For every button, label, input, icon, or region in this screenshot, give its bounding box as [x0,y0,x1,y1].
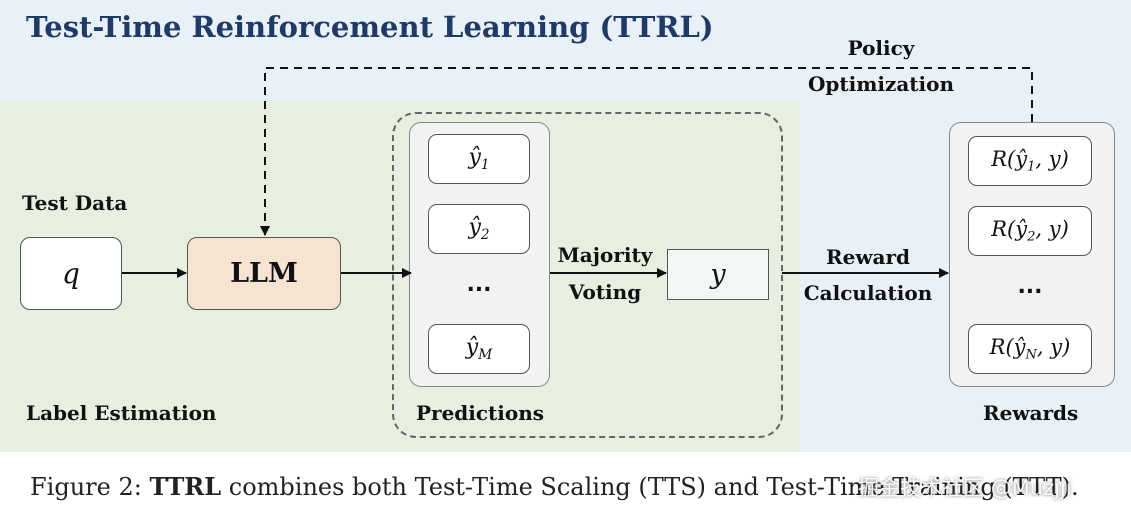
caption-rest: combines both Test-Time Scaling (TTS) an… [221,473,1079,501]
diagram-title: Test-Time Reinforcement Learning (TTRL) [26,10,714,44]
reward-ellipsis: ... [1017,274,1043,299]
prediction-box-2: ŷ2 [428,204,530,254]
voting-region-dashed [392,112,783,438]
label-estimation-label: Label Estimation [26,401,217,425]
reward-box-1: R(ŷ1, y) [968,136,1092,186]
test-data-label: Test Data [22,191,128,215]
reward-box-n: R(ŷN, y) [968,324,1092,374]
llm-box: LLM [187,237,341,310]
estimated-label-box: y [667,249,769,300]
rewards-label: Rewards [983,401,1079,425]
query-box: q [20,237,122,310]
prediction-box-m: ŷM [428,324,530,374]
estimated-label-symbol: y [710,259,726,290]
llm-label: LLM [230,258,298,289]
majority-voting-label-line2: Voting [568,280,642,304]
figure-caption: Figure 2: TTRL combines both Test-Time S… [30,472,1079,501]
caption-bold: TTRL [149,472,222,501]
predictions-label: Predictions [416,401,545,425]
policy-optimization-label-line1: Policy [847,36,915,60]
reward-calculation-label-line2: Calculation [803,281,933,305]
prediction-ellipsis: ... [466,272,492,297]
watermark-text: 掘金技术社区 @Muzjji [858,476,1072,500]
diagram-arrows [122,67,1033,278]
arrow-policy-optimization-feedback [260,67,1033,236]
majority-voting-label-line1: Majority [557,243,653,267]
reward-calculation-label-line1: Reward [825,245,911,269]
prediction-box-1: ŷ1 [428,134,530,184]
policy-optimization-label-line2: Optimization [807,72,955,96]
reward-box-2: R(ŷ2, y) [968,206,1092,256]
query-symbol: q [62,257,80,290]
caption-prefix: Figure 2: [30,473,150,501]
